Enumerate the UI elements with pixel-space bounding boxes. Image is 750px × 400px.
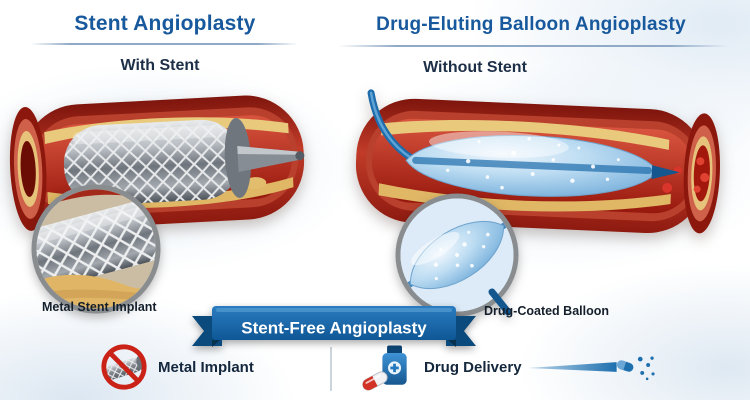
drug-balloon-inset-circle <box>395 193 519 317</box>
drug-eluting-balloon <box>405 131 680 197</box>
right-panel-subtitle: Without Stent <box>423 59 527 76</box>
metal-stent-inset-circle <box>31 184 161 314</box>
metal-implant-label: Metal Implant <box>158 359 254 376</box>
artery-with-balloon-illustration <box>355 89 721 234</box>
bottle-cap <box>387 345 402 355</box>
left-title-underline <box>30 43 298 45</box>
capsule <box>362 371 388 391</box>
banner-label: Stent-Free Angioplasty <box>241 318 427 337</box>
drug-balloon-inset-label: Drug-Coated Balloon <box>484 304 609 318</box>
right-panel-title: Drug-Eluting Balloon Angioplasty <box>376 14 686 35</box>
stent-artery-group <box>9 95 305 231</box>
drug-delivery-label: Drug Delivery <box>424 359 522 376</box>
footer-divider <box>330 347 332 391</box>
catheter-tip <box>237 145 305 172</box>
drug-bottle-capsule-icon <box>362 345 407 391</box>
balloon-catheter-tip <box>488 288 512 316</box>
artery-with-stent-illustration <box>9 95 305 231</box>
metal-stent-inset-label: Metal Stent Implant <box>42 300 157 314</box>
left-panel-title: Stent Angioplasty <box>74 12 256 35</box>
no-metal-implant-icon <box>101 344 147 390</box>
left-panel-subtitle: With Stent <box>120 57 200 74</box>
drug-spray-arrow-icon <box>528 356 655 381</box>
balloon-artery-group <box>355 89 721 234</box>
right-title-underline <box>338 45 728 47</box>
stent-free-banner: Stent-Free Angioplasty <box>192 304 476 350</box>
